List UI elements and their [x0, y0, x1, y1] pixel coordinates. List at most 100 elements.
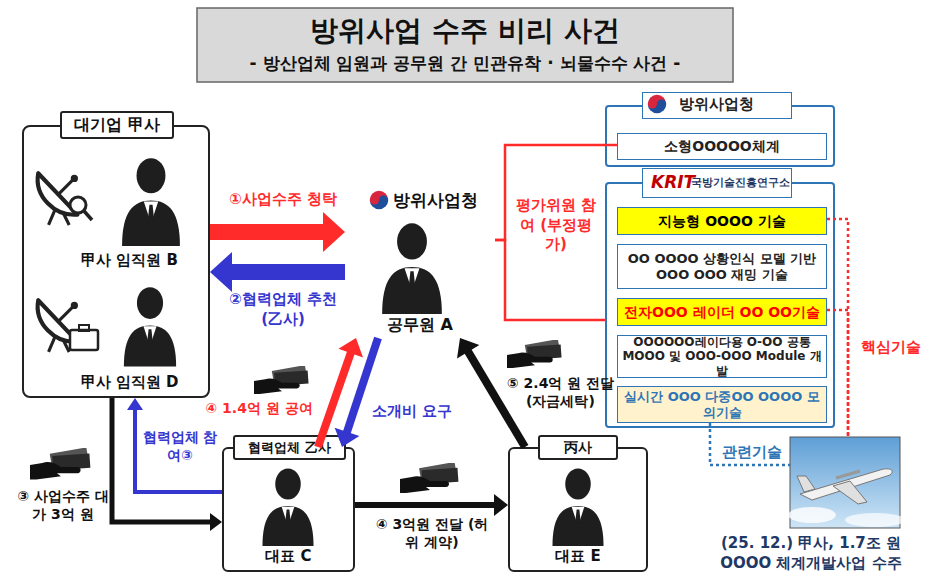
- connector: [112, 398, 222, 531]
- arrow-head: [127, 398, 143, 410]
- aircraft-image: [788, 437, 905, 528]
- connector-line: [135, 409, 222, 492]
- connector: [827, 219, 848, 437]
- connector: [495, 240, 605, 320]
- person-icon: [262, 469, 313, 546]
- system-item: 소형OOOOO체계: [617, 133, 827, 160]
- briefcase-icon: [70, 330, 98, 350]
- node-text: 국방기술진흥연구소: [691, 176, 790, 190]
- logo-icon: [370, 191, 388, 209]
- node-title: OOOOOO레이다용 O-OO 공통 MOOO 및 OOO-OOO Module…: [618, 336, 826, 377]
- company-box: 丙사대표 E: [508, 447, 648, 572]
- tech-item: OOOOOO레이다용 O-OO 공통 MOOO 및 OOO-OOO Module…: [617, 335, 827, 378]
- aircraft-radome: [836, 471, 860, 478]
- person-icon: [124, 287, 176, 366]
- aircraft-wing: [833, 481, 867, 504]
- node-title: 실시간 OOO 다중OO OOOO 모의기술: [618, 387, 826, 422]
- edge-label: ①사업수주 청탁: [222, 190, 344, 209]
- arrow-head: [338, 338, 363, 357]
- money-icon: [254, 365, 309, 394]
- dish-icon: [38, 300, 78, 352]
- logo-icon: [648, 95, 666, 113]
- connector-line: [495, 240, 605, 320]
- node-title: 지능형 OOOO 기술: [618, 208, 826, 234]
- diagram-title: 방위사업 수주 비리 사건: [197, 12, 733, 50]
- subtitle-label: - 방산업체 임원과 공무원 간 민관유착 · 뇌물수수 사건 -: [197, 52, 733, 75]
- arrow-head: [457, 338, 479, 358]
- money-icon: [400, 462, 458, 493]
- connector-line: [827, 219, 848, 437]
- aircraft-fuselage: [800, 469, 892, 500]
- magnifier-icon: [70, 197, 86, 213]
- tech-item: OO OOOO 상황인식 모델 기반 OOO OOO 재밍 기술: [617, 244, 827, 289]
- person-icon: [122, 158, 180, 246]
- node-text: 대표 E: [510, 547, 646, 566]
- edge-label: 관련기술: [716, 443, 788, 462]
- aircraft-node: (25. 12.) 甲사, 1.7조 원 OOOO 체계개발사업 수주: [790, 437, 900, 528]
- connector: [210, 252, 345, 292]
- node-title: 대기업 甲사: [60, 111, 174, 139]
- node-title: OO OOOO 상황인식 모델 기반 OOO OOO 재밍 기술: [618, 245, 826, 288]
- arrow-head: [210, 252, 232, 292]
- dish-icon: [38, 173, 78, 225]
- tech-item: 실시간 OOO 다중OO OOOO 모의기술: [617, 386, 827, 423]
- company-box: 협력업체 乙사대표 C: [222, 447, 355, 572]
- connector: [127, 398, 222, 492]
- connector: [355, 494, 508, 516]
- tech-item: 전자OOO 레이더 OO OO기술: [617, 298, 827, 326]
- node-title: 丙사: [538, 435, 618, 460]
- title-box: [197, 8, 733, 82]
- node-title: 방위사업청: [393, 189, 478, 212]
- edge-label: 소개비 요구: [362, 402, 462, 421]
- money-icon: [30, 447, 90, 479]
- edge-label: 핵심기술: [853, 338, 928, 357]
- node-text: 대표 C: [224, 547, 353, 566]
- person-node: 甲사 임직원 B: [52, 147, 207, 272]
- node-title: 협력업체 乙사: [233, 435, 346, 460]
- connector-line: [112, 398, 211, 522]
- magnifier-handle: [84, 211, 92, 220]
- edge-label: 평가위원 참여 (부정평가): [510, 196, 602, 255]
- edge-label: ④ 3억원 전달 (허위 계약): [372, 515, 492, 551]
- cloud: [788, 507, 836, 523]
- person-node: 甲사 임직원 D: [52, 284, 207, 396]
- connector: [335, 338, 378, 447]
- cloud: [845, 513, 905, 527]
- node-title: 방위사업청: [642, 92, 792, 119]
- sky-background: [790, 437, 900, 528]
- tech-item: 지능형 OOOO 기술: [617, 207, 827, 235]
- aircraft-tail: [797, 476, 815, 492]
- connector: [827, 310, 848, 437]
- node-title: 甲사 임직원 B: [52, 251, 207, 270]
- edge-label: ②협력업체 추천 (乙사): [222, 290, 344, 329]
- connector-line: [827, 310, 848, 437]
- edge-label: 협력업체 참여③: [142, 428, 218, 464]
- institute-panel: KRIT국방기술진흥연구소지능형 OOOO 기술OO OOOO 상황인식 모델 …: [605, 182, 835, 428]
- arrow-head: [335, 428, 360, 447]
- edge-label: ⑤ 2.4억 원 전달 (자금세탁): [503, 374, 618, 410]
- edge-label: ④ 1.4억 원 공여: [203, 400, 315, 418]
- connector-line: [468, 351, 525, 447]
- node-title: 전자OOO 레이더 OO OO기술: [618, 299, 826, 325]
- connector: [457, 338, 525, 447]
- agency-panel: 방위사업청소형OOOOO체계: [605, 105, 835, 167]
- node-title: (25. 12.) 甲사, 1.7조 원 OOOO 체계개발사업 수주: [696, 533, 926, 573]
- connector-line: [495, 145, 617, 240]
- company-box: 대기업 甲사甲사 임직원 B甲사 임직원 D: [22, 125, 210, 398]
- person-icon: [552, 469, 603, 546]
- person-icon: [382, 223, 442, 314]
- connector-line: [210, 224, 324, 240]
- briefcase-handle: [79, 325, 89, 331]
- connector-line: [355, 502, 495, 508]
- connector-line: [710, 423, 790, 465]
- node-text: 공무원 A: [345, 315, 495, 336]
- arrow-head: [323, 212, 345, 252]
- official-node: 방위사업청공무원 A: [345, 183, 495, 338]
- arrow-head: [494, 494, 508, 516]
- connector-line: [231, 264, 345, 280]
- connector-line: [347, 338, 378, 433]
- connector: [495, 145, 617, 240]
- connector: [318, 338, 363, 447]
